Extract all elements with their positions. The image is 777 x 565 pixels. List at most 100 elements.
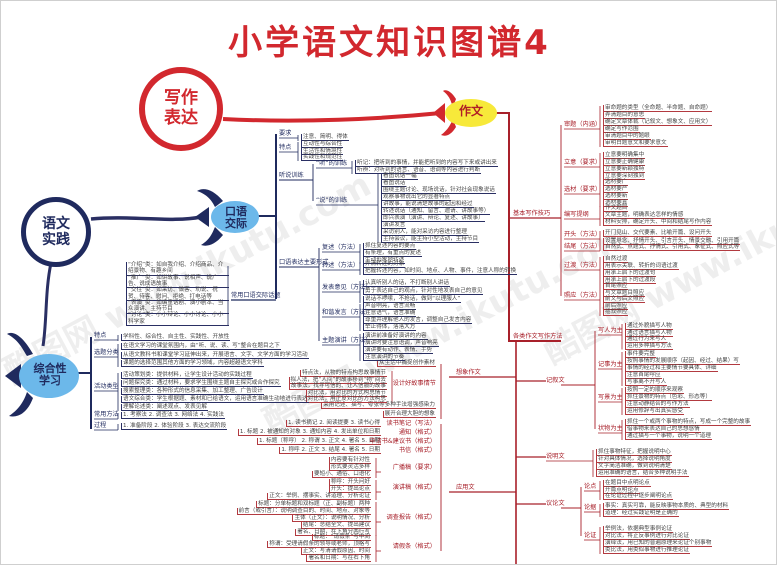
leaf-item: 举止得体，落落大方	[363, 324, 417, 332]
leaf-item: 针对具体情况，选择说明角度	[596, 456, 672, 464]
leaf-item: 选材要真	[603, 200, 629, 208]
branch-label[interactable]: 广播稿（要求）	[392, 464, 436, 471]
leaf-item: 前文与后文照应	[603, 296, 646, 304]
branch-label[interactable]: “说”的训练	[316, 197, 348, 204]
leaf-item: 对比法，将正反事例进行对比论证	[603, 533, 690, 541]
leaf-item: 弄清转述的对象	[363, 261, 406, 269]
leaf-item: 形式要灵活多样	[328, 464, 371, 472]
leaf-item: 开头：提出论点	[328, 486, 371, 494]
leaf-item: 采访别人，能对采访内容进行整理	[381, 229, 468, 237]
branch-narrative[interactable]: 记叙文	[546, 377, 565, 384]
leaf-item: 借事物来表达自己的思想感情	[625, 426, 701, 434]
leaf-item: 勇于表达自己的观点，针对性地发表自己的意见	[363, 288, 484, 296]
leaf-item: 把握转述内容，如时间、地点、人物、事件，注意人称的转换	[363, 268, 518, 276]
leaf-item: 用承上启下的过渡句	[603, 270, 657, 278]
branch-label[interactable]: 主题演讲（方法）	[322, 337, 372, 344]
branch-label[interactable]: “听”的训练	[316, 160, 348, 167]
branch-label[interactable]: 立意（要求）	[564, 159, 602, 166]
branch-imaginative[interactable]: 想象作文	[456, 369, 481, 376]
leaf-item: 插叙照应	[603, 309, 629, 317]
branch-practical[interactable]: 应用文	[456, 484, 475, 491]
leaf-item: 1. 读书摘记 2. 阅读提要 3. 读书心得	[285, 420, 381, 428]
branch-label[interactable]: 要求	[279, 130, 292, 137]
node-comprehensive-learning[interactable]: 综合性 学习	[33, 362, 67, 388]
branch-label[interactable]: 常用方法	[94, 411, 119, 418]
leaf-item: 注意语气，语言准确	[363, 310, 417, 318]
leaf-item: 按照事情的发展顺序（起因、经过、结果）写	[625, 358, 740, 366]
leaf-item: 讲故事，能说清楚故事的起因和经过	[381, 201, 474, 209]
trunk-label-genres[interactable]: 各类作文写作方法	[513, 333, 563, 340]
branch-label[interactable]: 论证	[584, 532, 597, 539]
branch-label[interactable]: 发表意见（方法）	[322, 284, 372, 291]
branch-label[interactable]: 编写提纲	[564, 211, 589, 218]
branch-oral-topics[interactable]: 常用口语交际话题	[231, 292, 281, 299]
branch-label[interactable]: 特点	[94, 332, 107, 339]
branch-label[interactable]: 照应（方法）	[564, 292, 602, 299]
branch-label[interactable]: 说明文	[546, 453, 565, 460]
leaf-item: 举例法，依据典型事例论证	[603, 526, 674, 534]
branch-argumentative[interactable]: 议论文	[546, 500, 565, 507]
branch-label[interactable]: 开头（方法）	[564, 231, 602, 238]
branch-label[interactable]: 过程	[94, 422, 107, 429]
branch-label[interactable]: 论点	[584, 483, 597, 490]
branch-label[interactable]: 写景为主	[598, 394, 623, 401]
oral-fish-icon	[195, 189, 259, 246]
leaf-item: 道理：经过实践证明是正确的	[603, 510, 679, 518]
leaf-item: 文章主题，明确表达怎样的情感	[603, 212, 685, 220]
leaf-item: 类比法，用类似事物进行推理论证	[603, 547, 690, 555]
practice-to-comprehensive-stroke	[41, 262, 53, 347]
branch-label[interactable]: 过渡（方法）	[564, 262, 602, 269]
leaf-item: 抓住事物特征，把握说明中心	[596, 449, 672, 457]
leaf-item: 声音响亮，语言流畅	[363, 303, 417, 311]
leaf-item: 注意演讲的节奏	[363, 354, 406, 362]
node-language-practice[interactable]: 语文 实践	[21, 197, 91, 267]
branch-label[interactable]: 特点	[279, 144, 292, 151]
branch-label[interactable]: 书信（格式）	[398, 447, 436, 454]
leaf-item: 弄清题目的意思	[603, 112, 646, 120]
leaf-item: 标题：“请假条”写中间	[311, 534, 371, 542]
trunk-label-techniques[interactable]: 基本写作技巧	[513, 210, 551, 217]
leaf-item: 开篇点明论点	[603, 486, 640, 494]
leaf-item: 事实：真实可靠，能反映事物本质的、典型的材料	[603, 503, 730, 511]
leaf-item: 听记：把听到的事情，并能把听到的内容写下来或讲出来	[355, 160, 498, 168]
branch-label[interactable]: 选题分类	[94, 349, 119, 356]
leaf-item: “介绍”类：如自我介绍、介绍商品、介绍景物、有趣乡间	[126, 262, 229, 276]
leaf-item: 生动形象地转述	[363, 257, 406, 265]
leaf-item: 审清题目中的题眼	[603, 133, 651, 141]
node-oral-communication[interactable]: 口语 交际	[225, 205, 247, 231]
leaf-item: 正文：写清请假原因、时间	[300, 548, 371, 556]
branch-label[interactable]: 转述（方法）	[322, 262, 360, 269]
leaf-item: 正文：举例、摆事实、讲道理、分析论证	[267, 493, 371, 501]
leaf-item: 主持会议，能主持小型活动，主持节目	[381, 236, 480, 244]
branch-label[interactable]: 演讲稿（格式）	[392, 484, 436, 491]
leaf-item: 注意、简明、得体	[301, 134, 349, 142]
branch-label[interactable]: 审题（内涵）	[564, 121, 602, 128]
leaf-item: 演讲发言	[381, 222, 407, 230]
branch-label[interactable]: 记事为主	[598, 361, 623, 368]
branch-oral-forms[interactable]: 口语表达主要形式	[279, 259, 329, 266]
branch-listening-speaking[interactable]: 听说训练	[279, 172, 304, 179]
branch-label[interactable]: 调查报告（格式）	[386, 514, 437, 521]
branch-label[interactable]: 申请书&建议书（格式）	[369, 438, 436, 445]
branch-label[interactable]: 结尾（方法）	[564, 243, 602, 250]
branch-label[interactable]: 论据	[584, 504, 597, 511]
branch-label[interactable]: 选材（要求）	[564, 186, 602, 193]
branch-label[interactable]: 状物为主	[598, 425, 623, 432]
branch-label[interactable]: 复述（方法）	[322, 244, 360, 251]
leaf-item: 写事离不开写人	[625, 379, 668, 387]
leaf-item: 学科性、综合性、自主性、实践性、开放性	[121, 334, 231, 342]
branch-label[interactable]: 写人为主	[598, 327, 623, 334]
branch-label[interactable]: 请假条（格式）	[392, 543, 436, 550]
branch-label[interactable]: 和谐发言（方法）	[322, 309, 372, 316]
node-writing-expression[interactable]: 写作 表达	[139, 67, 223, 151]
branch-plot[interactable]: 设计好故事情节	[392, 380, 436, 387]
branch-label[interactable]: 活动类型	[94, 383, 119, 390]
leaf-item: 选材要新	[603, 193, 629, 201]
leaf-item: 抓住景物的特点（色彩、形态等）	[625, 394, 712, 402]
leaf-item: 有条理，有重点的复述	[363, 250, 422, 258]
leaf-item: 标题：分单标题和双标题（正、副标题）两种	[256, 501, 371, 509]
branch-label[interactable]: 读书笔记（写法）	[386, 420, 437, 427]
node-composition[interactable]: 作文	[458, 104, 483, 118]
branch-label[interactable]: 通知（格式）	[398, 429, 436, 436]
